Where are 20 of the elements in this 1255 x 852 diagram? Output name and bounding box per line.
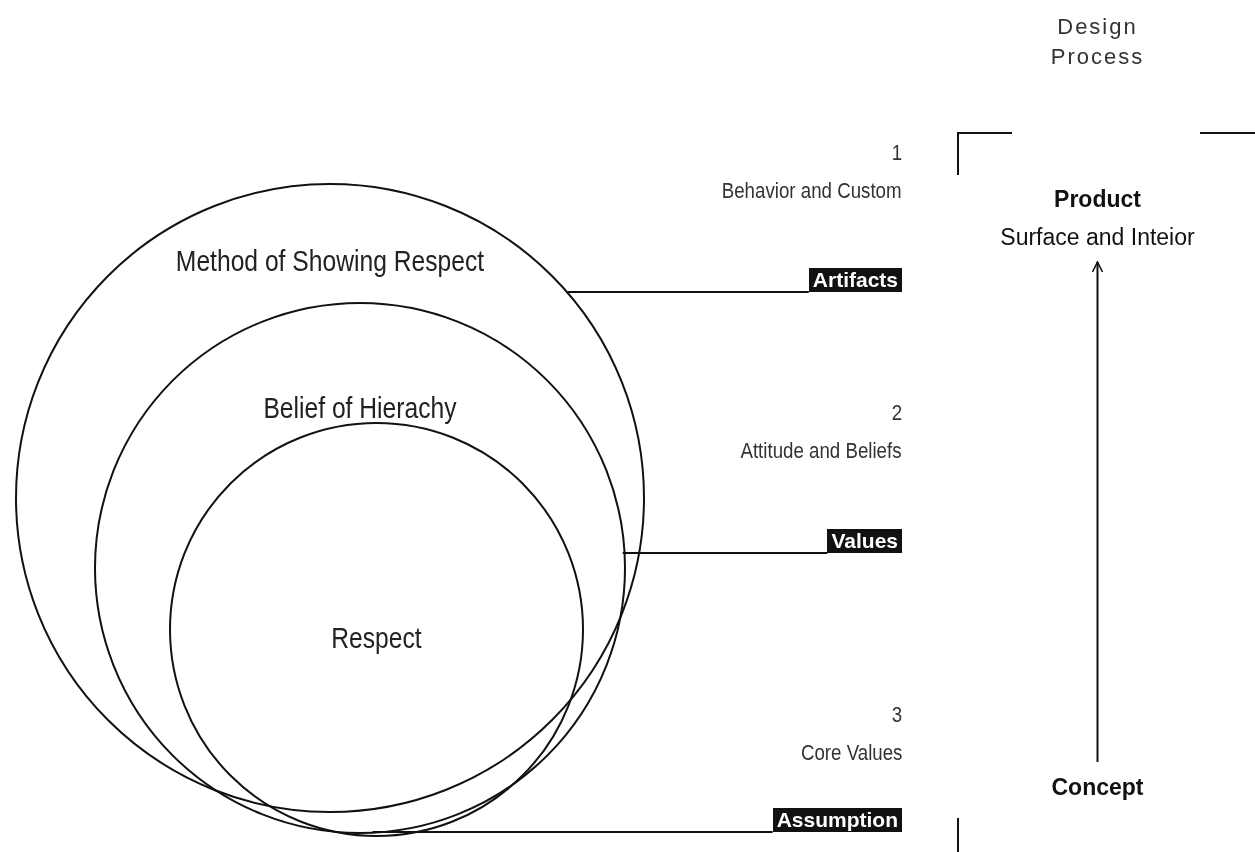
level-label: 1 [891, 140, 902, 166]
level-label: Core Values [800, 740, 902, 766]
heading-text: Product [1053, 185, 1142, 214]
circle-label: Respect [330, 622, 423, 655]
tag-label: Assumption [772, 808, 902, 832]
level-label: 3 [891, 702, 902, 728]
circle-label: Belief of Hierachy [262, 392, 458, 425]
circle [94, 302, 626, 834]
body-text: Surface and Inteior [999, 223, 1196, 252]
tag-label: Values [827, 529, 902, 553]
tag-label: Artifacts [808, 268, 902, 292]
level-label: 2 [891, 400, 902, 426]
circle-label: Method of Showing Respect [174, 245, 486, 278]
arrow [1091, 261, 1104, 763]
heading-text: Concept [1050, 773, 1145, 802]
leader-line [566, 291, 810, 293]
level-label: Attitude and Beliefs [740, 438, 902, 464]
circle [169, 422, 584, 837]
heading-text: Design Process [1049, 13, 1146, 71]
level-label: Behavior and Custom [722, 178, 902, 204]
